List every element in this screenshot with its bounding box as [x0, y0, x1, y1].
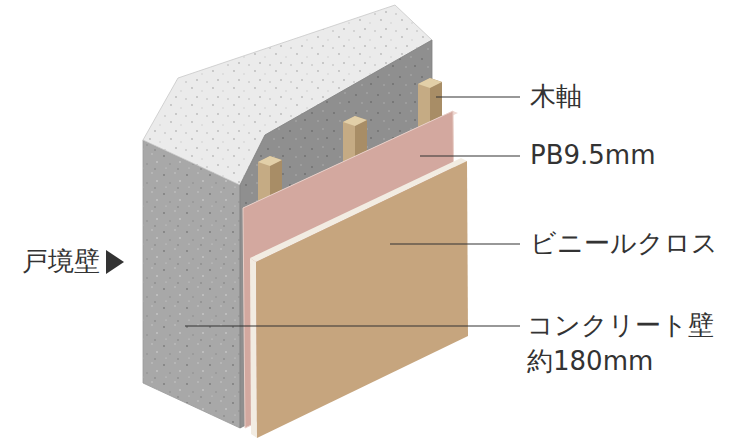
callout-label: コンクリート壁 約180mm: [527, 308, 742, 378]
vinyl-cloth-side: [250, 258, 257, 438]
callout-label: 木軸: [530, 79, 582, 114]
pointer-triangle: [106, 250, 124, 274]
callout-label: 戸境壁: [22, 244, 100, 279]
callout-label: ビニールクロス: [530, 226, 718, 261]
vinyl-cloth: [256, 161, 468, 438]
concrete-left-face: [143, 140, 240, 428]
callout-label: PB9.5mm: [530, 138, 656, 173]
leader-lines: [185, 97, 520, 326]
